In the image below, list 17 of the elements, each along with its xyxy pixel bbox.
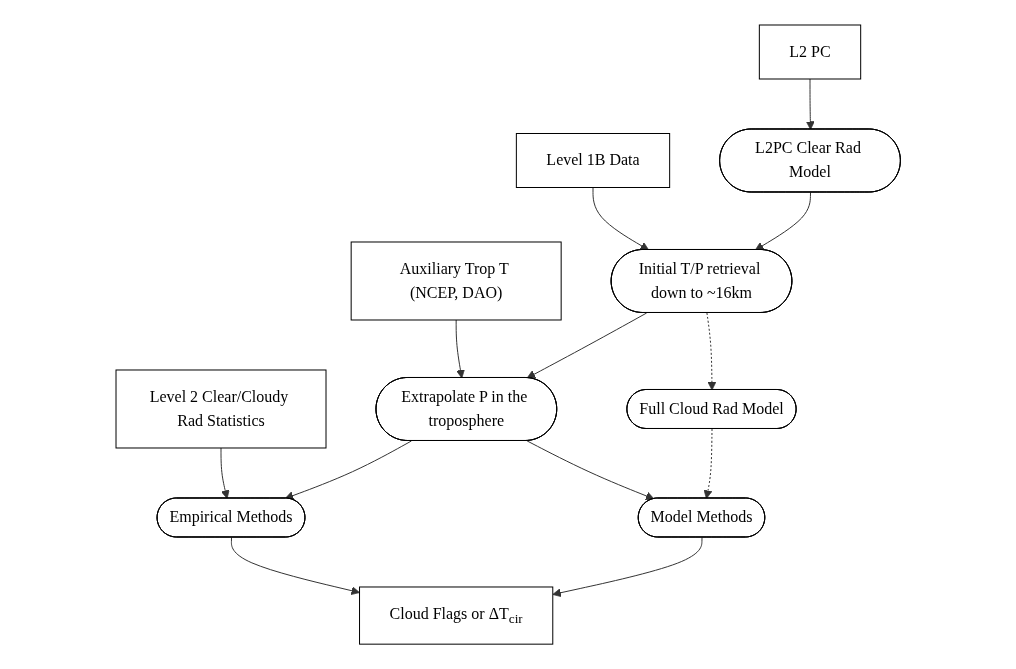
arrow [805, 78, 815, 130]
arrow [284, 440, 412, 500]
arrow [526, 312, 647, 379]
arrow [455, 319, 465, 379]
node-box: Level 2 Clear/Cloudy Rad Statistics [115, 369, 327, 449]
arrow [220, 447, 230, 499]
arrow [754, 191, 811, 251]
arrow [552, 536, 703, 597]
arrow [703, 428, 713, 499]
node-box: Level 1B Data [515, 132, 670, 188]
arrow [706, 312, 717, 391]
node-box: L2 PC [758, 24, 861, 80]
arrow [592, 186, 649, 251]
arrow [526, 440, 655, 501]
node-box: Auxiliary Trop T (NCEP, DAO) [350, 241, 562, 321]
node-box: Cloud Flags or ΔT$_{cir}$ [358, 586, 554, 645]
arrow [230, 536, 360, 595]
